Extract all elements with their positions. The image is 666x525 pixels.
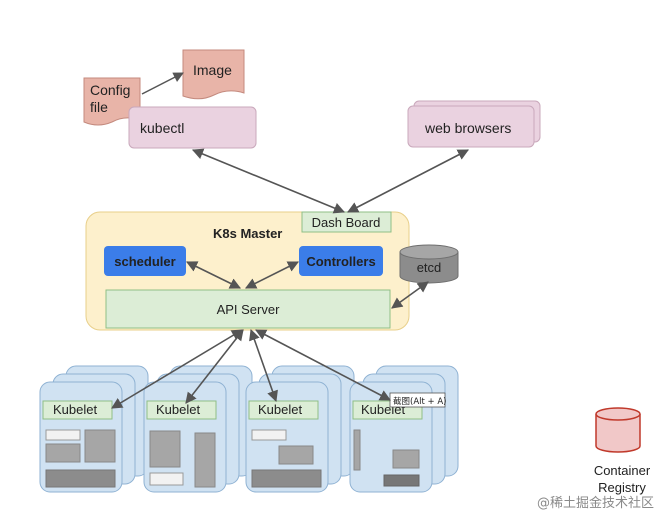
- container-registry-icon: Container Registry: [594, 407, 651, 495]
- kubelet-label-2: Kubelet: [156, 402, 200, 417]
- worker-node-3: Kubelet: [245, 365, 355, 493]
- api-server-label: API Server: [217, 302, 281, 317]
- worker-node-2: Kubelet: [143, 365, 253, 493]
- controllers-label: Controllers: [306, 254, 375, 269]
- scheduler-box: scheduler: [104, 246, 186, 276]
- controllers-box: Controllers: [299, 246, 383, 276]
- config-file-label-line2: file: [90, 99, 108, 115]
- image-label: Image: [193, 62, 232, 78]
- kubectl-dashboard-arrow: [191, 148, 346, 214]
- config-file-label-line1: Config: [90, 82, 130, 98]
- scheduler-label: scheduler: [114, 254, 175, 269]
- config-file-document: Config file: [83, 77, 141, 126]
- dashboard-box: Dash Board: [301, 211, 392, 233]
- kubelet-label-3: Kubelet: [258, 402, 302, 417]
- registry-label-line2: Registry: [598, 480, 646, 495]
- kubectl-label: kubectl: [140, 120, 184, 136]
- config-to-image-arrow: [141, 72, 184, 95]
- api-server-box: API Server: [105, 289, 391, 329]
- dashboard-label: Dash Board: [312, 215, 381, 230]
- kubelet-label-1: Kubelet: [53, 402, 97, 417]
- api-kubelet2-arrow: [185, 329, 244, 404]
- image-document: Image: [182, 49, 245, 100]
- etcd-database-icon: etcd: [399, 244, 459, 284]
- registry-label-line1: Container: [594, 463, 651, 478]
- scheduler-api-arrow: [185, 261, 242, 289]
- worker-node-1: Kubelet: [39, 365, 149, 493]
- screenshot-tooltip: 截图(Alt + A): [389, 392, 446, 408]
- worker-node-4: Kubelet: [349, 365, 459, 493]
- kubectl-box: kubectl: [128, 106, 257, 149]
- connection-arrows: [111, 148, 469, 409]
- etcd-label: etcd: [417, 260, 442, 275]
- web-browsers-label: web browsers: [424, 120, 511, 136]
- k8s-master-title: K8s Master: [213, 226, 282, 241]
- screenshot-tooltip-label: 截图(Alt + A): [393, 396, 446, 407]
- api-kubelet4-arrow: [255, 329, 391, 401]
- web-browsers-box: web browsers: [407, 100, 541, 148]
- browsers-dashboard-arrow: [347, 149, 469, 213]
- watermark: @稀土掘金技术社区: [536, 496, 654, 511]
- api-etcd-arrow: [391, 281, 429, 309]
- controllers-api-arrow: [244, 261, 300, 289]
